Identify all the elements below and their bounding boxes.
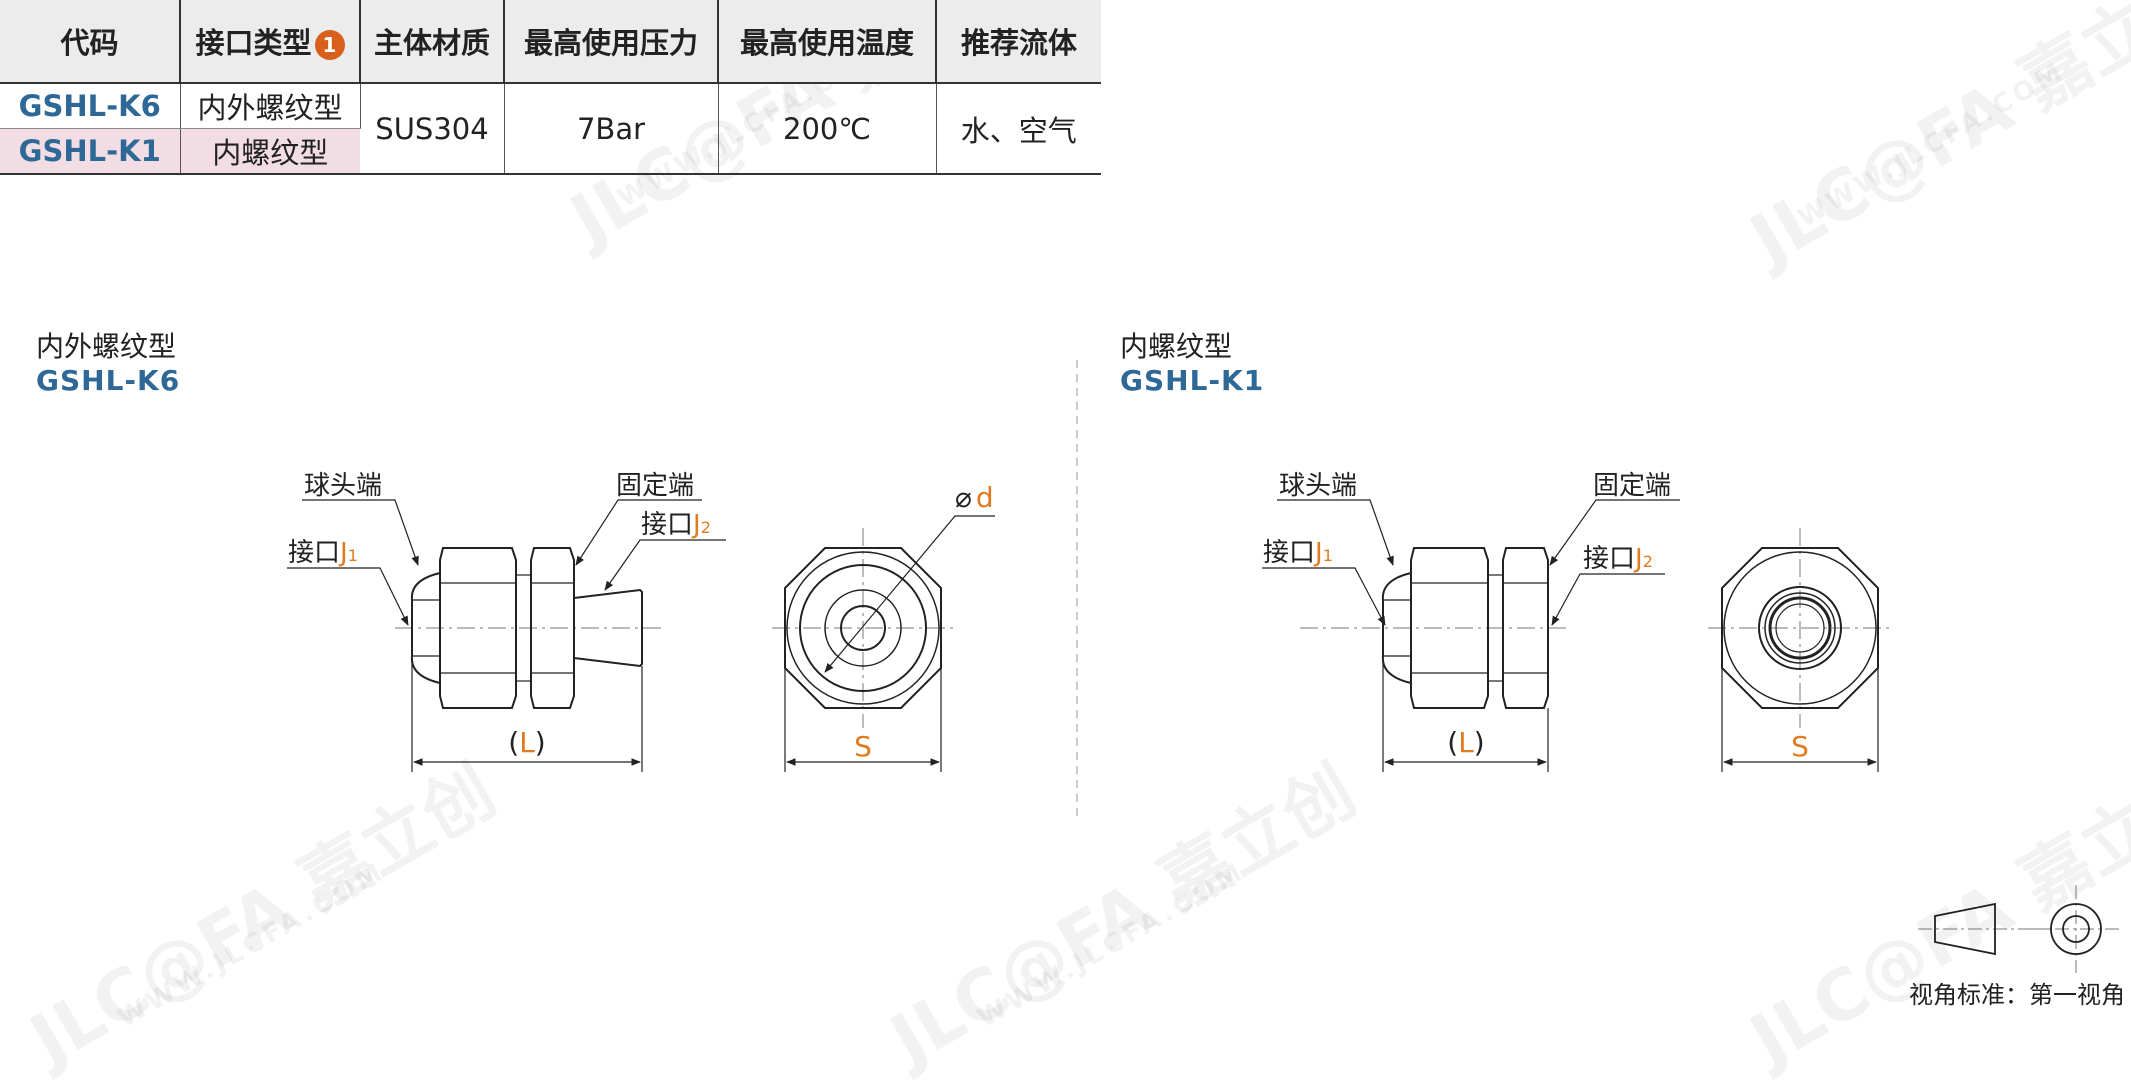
cell-port-type: 内外螺纹型 bbox=[180, 83, 361, 129]
first-angle-projection-icon bbox=[1918, 885, 2122, 973]
k6-dimension-s bbox=[784, 515, 995, 772]
header-max-temperature: 最高使用温度 bbox=[718, 0, 937, 83]
cell-fluid: 水、空气 bbox=[936, 83, 1101, 175]
k6-label-diameter: ⌀d bbox=[955, 481, 994, 514]
k6-large-hex bbox=[439, 547, 517, 709]
k1-label-port2: 接口J2 bbox=[1583, 544, 1653, 574]
k1-label-ball-end: 球头端 bbox=[1279, 471, 1357, 501]
k1-end-view bbox=[1708, 528, 1892, 728]
k1-ball-end bbox=[1381, 572, 1412, 684]
k1-dimension-l bbox=[1382, 660, 1549, 772]
k1-hex-outline bbox=[1721, 547, 1879, 709]
k6-hex-outline bbox=[784, 547, 942, 709]
cell-code: GSHL-K6 bbox=[0, 83, 181, 129]
k6-label-ball-end: 球头端 bbox=[304, 471, 382, 501]
k1-label-width: S bbox=[1791, 730, 1809, 763]
technical-drawing: 球头端 固定端 接口J1 接口J2 (L) S ⌀d bbox=[287, 360, 2122, 973]
right-section-code: GSHL-K1 bbox=[1120, 364, 1265, 397]
k6-end-view bbox=[772, 528, 955, 728]
note-badge: 1 bbox=[314, 30, 345, 60]
k1-leaders bbox=[1262, 499, 1680, 626]
k6-ball-end bbox=[410, 572, 441, 684]
k6-side-view bbox=[395, 547, 665, 709]
k6-label-length: (L) bbox=[508, 726, 545, 759]
header-max-pressure: 最高使用压力 bbox=[504, 0, 719, 83]
k1-label-length: (L) bbox=[1447, 726, 1484, 759]
k6-label-port1: 接口J1 bbox=[288, 538, 358, 568]
cell-port-type: 内螺纹型 bbox=[180, 128, 360, 174]
k6-thread-stub bbox=[573, 588, 643, 668]
header-port-type-label: 接口类型 bbox=[195, 26, 312, 60]
k6-dimension-l bbox=[411, 660, 643, 772]
k1-label-port1: 接口J1 bbox=[1263, 538, 1333, 568]
k6-leaders bbox=[287, 499, 726, 626]
header-material: 主体材质 bbox=[360, 0, 505, 83]
k6-label-port2: 接口J2 bbox=[641, 510, 711, 540]
cell-temperature: 200℃ bbox=[718, 83, 937, 175]
k1-large-hex bbox=[1410, 547, 1489, 709]
k1-label-fixed-end: 固定端 bbox=[1593, 471, 1671, 501]
k6-label-width: S bbox=[854, 730, 872, 763]
cell-pressure: 7Bar bbox=[504, 83, 719, 175]
k6-label-fixed-end: 固定端 bbox=[616, 471, 694, 501]
k6-small-hex bbox=[530, 547, 575, 709]
view-standard-label: 视角标准：第一视角 bbox=[1909, 981, 2125, 1009]
cell-material: SUS304 bbox=[360, 83, 505, 175]
k1-dimension-s bbox=[1721, 668, 1879, 772]
left-section-code: GSHL-K6 bbox=[36, 364, 181, 397]
header-code: 代码 bbox=[0, 0, 181, 83]
left-section-title: 内外螺纹型 bbox=[36, 330, 177, 363]
right-section-title: 内螺纹型 bbox=[1120, 330, 1233, 363]
header-fluid: 推荐流体 bbox=[936, 0, 1101, 83]
k1-side-view bbox=[1300, 547, 1568, 709]
cell-code: GSHL-K1 bbox=[0, 128, 181, 174]
k1-small-hex bbox=[1502, 547, 1549, 709]
table-row: GSHL-K6 内外螺纹型 SUS304 7Bar 200℃ 水、空气 bbox=[0, 83, 1101, 175]
